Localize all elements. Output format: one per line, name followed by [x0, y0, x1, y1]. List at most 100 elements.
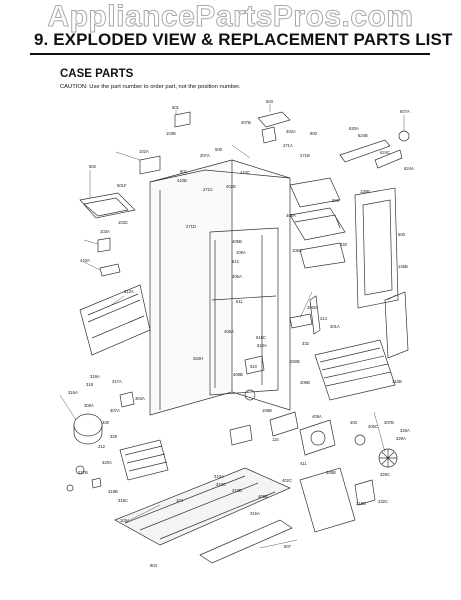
part-label: 329 — [110, 434, 118, 439]
part-label: 260B — [290, 359, 300, 364]
part-label: 310D — [232, 488, 242, 493]
part-label: 500 — [215, 147, 223, 152]
part-label: 411 — [300, 461, 307, 466]
part-label: 315B — [356, 501, 366, 506]
part-labels: 501 503 607A 103B 207B 620A 624B 624C 62… — [68, 99, 414, 568]
fan-parts — [269, 411, 398, 533]
part-label: 315A — [250, 511, 260, 516]
part-label: 304A — [135, 396, 145, 401]
part-label: 319C — [118, 498, 128, 503]
condenser-assembly — [314, 291, 409, 401]
part-label: 410B — [177, 178, 187, 183]
part-label: 307A — [110, 408, 120, 413]
part-label: 327B — [78, 470, 88, 475]
part-label: 312 — [98, 444, 106, 449]
part-label: 207B — [241, 120, 251, 125]
part-label: 102A — [139, 149, 149, 154]
part-label: 130B — [360, 189, 370, 194]
part-label: 271B — [300, 153, 310, 158]
part-label: 316A — [68, 390, 78, 395]
part-label: 329A — [396, 436, 406, 441]
part-label: 317A — [112, 379, 122, 384]
part-label: 502 — [89, 164, 97, 169]
part-label: 330 — [102, 420, 110, 425]
part-label: 314 — [320, 316, 328, 321]
part-label: 301A — [330, 324, 340, 329]
top-parts — [139, 111, 410, 175]
part-label: 103A — [100, 229, 110, 234]
caution-note: CAUTION: Use the part number to order pa… — [60, 84, 241, 90]
part-label: 620A — [349, 126, 359, 131]
left-side-panel — [79, 284, 151, 356]
part-label: 501 — [172, 105, 180, 110]
part-label: 405A — [286, 213, 296, 218]
compressor — [73, 413, 169, 481]
part-label: 520 — [332, 198, 340, 203]
part-label: 801 — [180, 169, 188, 174]
part-label: 103C — [118, 220, 128, 225]
part-label: 600 — [398, 232, 406, 237]
part-label: 307B — [384, 420, 394, 425]
part-label: 103B — [166, 131, 176, 136]
small-parts — [66, 295, 321, 492]
part-label: 408B — [233, 372, 243, 377]
part-label: 403 — [350, 420, 358, 425]
cabinet-body — [149, 159, 291, 416]
section-title: CASE PARTS — [60, 68, 134, 80]
part-label: 240 — [340, 242, 348, 247]
part-label: 501F — [117, 183, 127, 188]
part-label: 409A — [312, 414, 322, 419]
part-label: 271C — [203, 187, 213, 192]
part-label: 624C — [380, 150, 390, 155]
part-label: 104 — [176, 498, 184, 503]
part-label: 405C — [368, 424, 378, 429]
part-label: 319B — [108, 489, 118, 494]
part-label: 610 — [250, 364, 258, 369]
part-label: 804 — [150, 563, 158, 568]
part-label: 318 — [86, 382, 94, 387]
part-label: 409B — [258, 494, 268, 499]
part-label: 503 — [266, 99, 274, 104]
part-label: 105A — [292, 248, 302, 253]
left-shelf — [79, 192, 136, 277]
part-label: 305A — [232, 274, 242, 279]
part-label: 402B — [226, 184, 236, 189]
part-label: 402A — [286, 129, 296, 134]
leader-lines — [59, 104, 405, 549]
part-label: 332C — [378, 499, 388, 504]
part-label: 319A — [90, 374, 100, 379]
part-label: 145B — [398, 264, 408, 269]
base-plate — [114, 467, 293, 564]
part-label: 280D — [307, 305, 317, 310]
part-label: 271D — [186, 224, 196, 229]
part-label: 624A — [404, 166, 414, 171]
part-label: 110 — [272, 437, 279, 442]
part-label: 320A — [102, 460, 112, 465]
part-label: 326A — [400, 428, 410, 433]
part-label: 308A — [84, 403, 94, 408]
part-label: 263H — [193, 356, 203, 361]
page-title: 9. EXPLODED VIEW & REPLACEMENT PARTS LIS… — [34, 30, 453, 49]
part-label: 406A — [224, 329, 234, 334]
part-label: 310B — [392, 379, 402, 384]
part-label: 313A — [124, 289, 134, 294]
part-label: 607A — [400, 109, 410, 114]
part-label: 106A — [236, 250, 246, 255]
part-label: 618C — [256, 335, 266, 340]
part-label: 106B — [262, 408, 272, 413]
part-label: 271A — [283, 143, 293, 148]
part-label: 406B — [300, 380, 310, 385]
part-label: 611 — [236, 299, 243, 304]
part-label: 402C — [282, 478, 292, 483]
part-label: 207A — [200, 153, 210, 158]
part-label: 624B — [358, 133, 368, 138]
part-label: 618A — [257, 343, 267, 348]
part-label: 329C — [380, 472, 390, 477]
part-label: 305B — [326, 470, 336, 475]
title-underline — [30, 53, 430, 55]
part-label: 807 — [284, 544, 292, 549]
part-label: 103A — [120, 518, 130, 523]
part-label: 410A — [80, 258, 90, 263]
part-label: 310C — [216, 482, 226, 487]
